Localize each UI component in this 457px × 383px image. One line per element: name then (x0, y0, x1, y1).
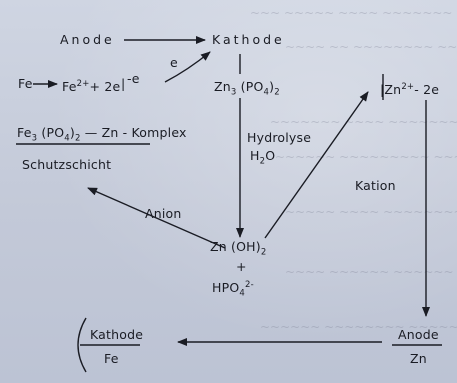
label-anode-bottom: Anode (398, 327, 439, 342)
arrow-anion (87, 187, 226, 249)
label-kathode-top: Kathode (212, 32, 285, 47)
label-zn-bottom: Zn (410, 351, 427, 366)
label-anode-top: Anode (60, 32, 115, 47)
bracket-left (77, 317, 87, 373)
label-zinc-phosphate: Zn3 (PO4)2 (214, 79, 280, 98)
label-zinc-hydroxide: Zn (OH)2 (210, 239, 267, 258)
label-fe: Fe (18, 76, 33, 91)
label-schutzschicht: Schutzschicht (22, 157, 112, 172)
label-fe-ion: Fe2++ 2e (62, 79, 121, 95)
arrow-electron (164, 51, 211, 83)
label-kathode-bottom: Kathode (90, 327, 144, 342)
label-e-minus: -e (127, 71, 140, 86)
label-electron: e (170, 55, 178, 70)
label-hydrogen-phosphate: HPO42- (212, 280, 254, 299)
label-anion: Anion (145, 206, 182, 221)
arrow-kation (264, 91, 369, 239)
label-water: H2O (250, 148, 276, 167)
label-hydrolyse: Hydrolyse (247, 130, 312, 145)
label-kation: Kation (355, 178, 396, 193)
label-separator: | (121, 76, 126, 91)
label-plus: + (236, 259, 247, 274)
label-fe-bottom: Fe (104, 351, 119, 366)
label-zinc-ion: |Zn2+- 2e (380, 82, 440, 98)
label-complex: Fe3 (PO4)2 — Zn - Komplex (17, 125, 187, 144)
